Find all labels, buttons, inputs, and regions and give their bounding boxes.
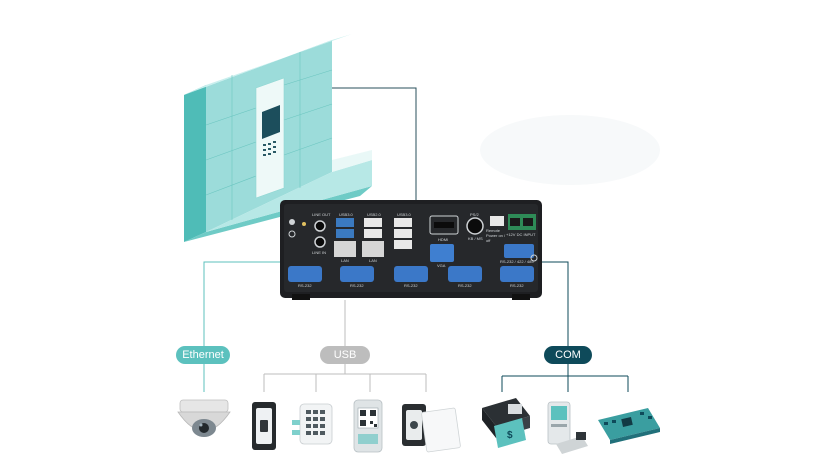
- usb-lan-ports: [334, 218, 412, 257]
- box-pc-rear-panel: [280, 200, 542, 300]
- power-button-icon: [288, 230, 296, 238]
- hdmi-label: HDMI: [438, 237, 449, 242]
- usb-category-label: USB: [320, 346, 370, 364]
- kb-ms-label: KB / MS: [468, 236, 483, 241]
- svg-text:$: $: [507, 430, 513, 441]
- rs-multi-label: RS-232 / 422 / 485: [500, 259, 534, 264]
- usb-label-3: USB3.0: [397, 212, 411, 217]
- remote-power-connector: [490, 216, 504, 226]
- com-label-2: RS-232: [350, 283, 364, 288]
- hdmi-port: [429, 215, 459, 235]
- control-board-icon: [598, 408, 660, 444]
- audio-line-out-jack: [314, 220, 326, 232]
- vga-label: VGA: [437, 263, 446, 268]
- lan-label-2: LAN: [369, 258, 377, 263]
- com-label-3: RS-232: [404, 283, 418, 288]
- com-label-4: RS-232: [458, 283, 472, 288]
- connector-lines: [203, 87, 629, 392]
- com-label-1: RS-232: [298, 283, 312, 288]
- ps2-port: [466, 217, 484, 235]
- usb-label-1: USB3.0: [339, 212, 353, 217]
- dome-camera-icon: [177, 399, 231, 437]
- com-port-multi: [504, 244, 534, 258]
- lan-label-1: LAN: [341, 258, 349, 263]
- com-category-label: COM: [544, 346, 592, 364]
- dc-input-label: +12V DC INPUT: [506, 232, 536, 237]
- line-in-label: LINE IN: [312, 250, 327, 255]
- ground-screw-icon: [530, 254, 538, 262]
- power-led-icon: [289, 219, 295, 225]
- vga-port: [430, 244, 454, 262]
- keypad-icon: [292, 403, 333, 445]
- audio-line-in-jack: [314, 236, 326, 248]
- receipt-printer-icon: [547, 401, 588, 454]
- card-reader-icon: [252, 402, 276, 450]
- qr-scanner-icon: [353, 399, 383, 453]
- ps2-label: PS/2: [470, 212, 479, 217]
- com-ports-row: [288, 266, 534, 282]
- ethernet-category-label: Ethernet: [176, 346, 230, 364]
- line-out-label: LINE OUT: [312, 212, 331, 217]
- cash-acceptor-icon: $: [482, 398, 530, 448]
- com-label-5: RS-232: [510, 283, 524, 288]
- background-blur: [480, 115, 660, 185]
- usb-label-2: USB2.0: [367, 212, 381, 217]
- rfid-reader-icon: [402, 404, 461, 453]
- remote-power-label: Remote Power on / off: [486, 228, 506, 243]
